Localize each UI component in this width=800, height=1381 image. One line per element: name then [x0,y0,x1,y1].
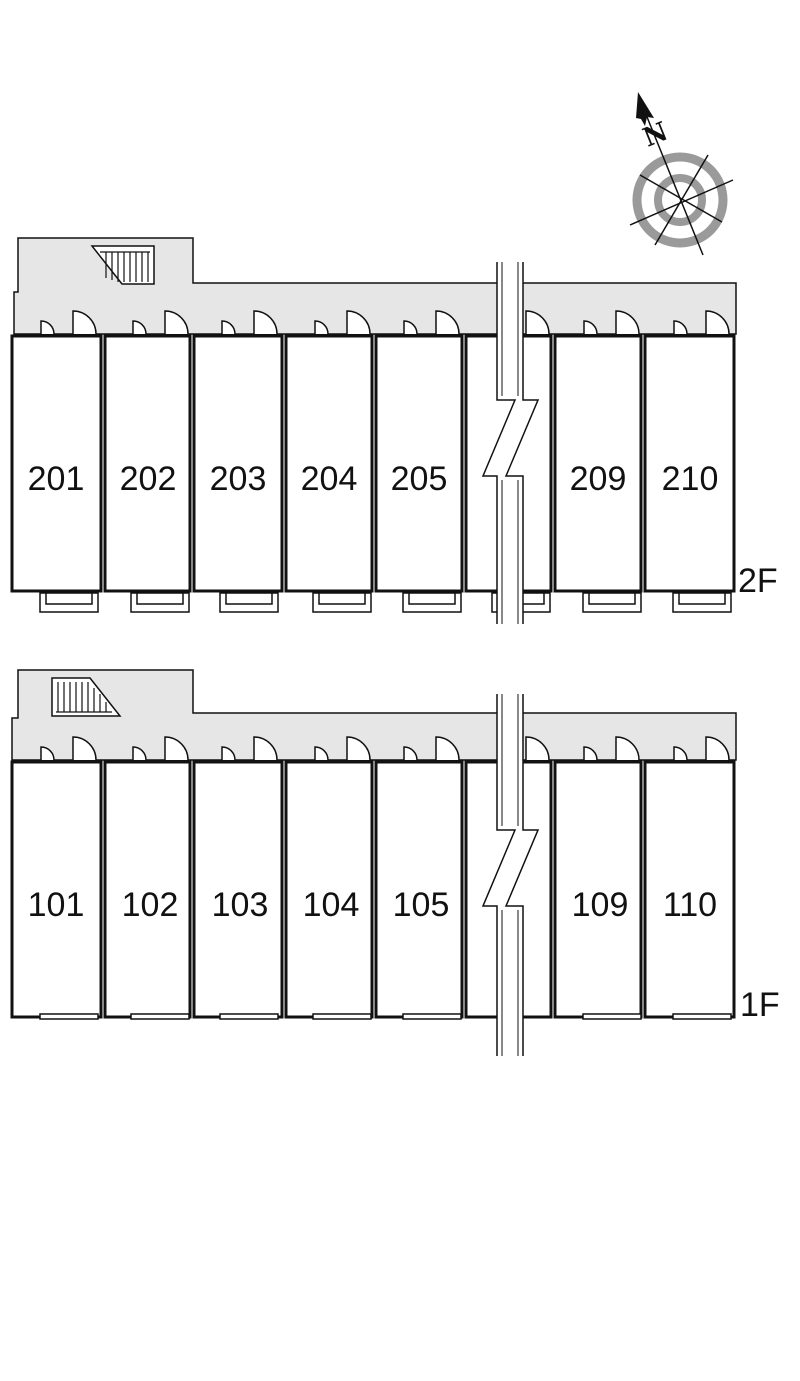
balconies-2f [39,592,732,613]
unit-202 [103,334,192,593]
doors-1f [40,736,730,761]
unit-204 [284,334,374,593]
unit-103 [192,760,284,1019]
unit-label: 103 [212,886,269,924]
unit-104 [284,760,374,1019]
break-mark-2f [481,262,540,624]
compass-rose: N [629,92,734,256]
corridor-2f [13,237,737,335]
corridor-1f [11,669,737,761]
floor-1f: 101 102 103 104 105 109 110 1F [10,669,780,1056]
unit-label: 202 [120,460,177,498]
unit-label: 201 [28,460,85,498]
compass-spokes [629,111,734,256]
unit-label: 110 [663,886,717,924]
unit-210 [643,334,736,593]
unit-label: 205 [391,460,448,498]
floor-label-2f: 2F [738,562,778,600]
compass-ring-inner [654,174,706,226]
doors-2f [40,310,730,335]
unit-label: 210 [662,460,719,498]
windows-1f [39,1013,732,1020]
staircase-1f-icon [51,677,122,717]
unit-201 [10,334,103,593]
floor-2f: 201 202 203 204 205 209 210 2F [10,237,778,624]
unit-label: 203 [210,460,267,498]
unit-label: 105 [393,886,450,924]
staircase-2f-icon [90,245,155,285]
north-arrow-icon [636,92,654,126]
unit-label: 102 [122,886,179,924]
compass-ring-outer [632,152,728,248]
unit-label: 104 [303,886,360,924]
break-mark-1f [481,694,540,1056]
unit-label: 204 [301,460,358,498]
unit-209 [553,334,643,593]
unit-label: 109 [572,886,629,924]
unit-label: 101 [28,886,85,924]
unit-label: 209 [570,460,627,498]
floor-label-1f: 1F [740,986,780,1024]
unit-109 [553,760,643,1019]
unit-205 [374,334,464,593]
unit-203 [192,334,284,593]
